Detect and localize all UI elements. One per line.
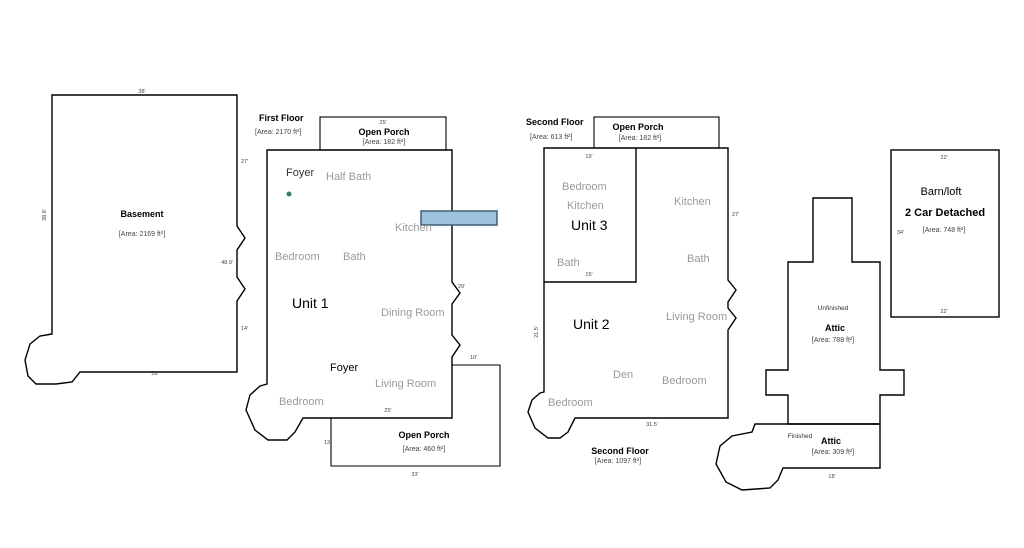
first-floor-dim-bottom: 25' (384, 408, 391, 414)
room-kitchen-u3: Kitchen (567, 200, 604, 212)
room-bedroom-1a: Bedroom (275, 251, 320, 263)
unit-3-label: Unit 3 (571, 217, 608, 233)
attic-lower-outline (715, 423, 881, 491)
open-porch-bottom-title: Open Porch (398, 430, 449, 440)
first-floor-area: [Area: 2170 ft²] (255, 129, 301, 136)
basement-area: [Area: 2169 ft²] (119, 231, 165, 238)
open-porch-bottom-outline (330, 364, 501, 467)
room-bedroom-u3: Bedroom (562, 181, 607, 193)
barn-dim-bottom: 22' (940, 309, 947, 315)
basement-dim-right-low: 14' (241, 326, 248, 332)
basement-dim-bottom: 33' (151, 371, 158, 377)
barn-dim-top: 22' (940, 155, 947, 161)
second-floor-dim-right: 27' (732, 212, 739, 218)
first-floor-outline (245, 149, 461, 441)
unit-3-partition (544, 148, 637, 283)
second-floor-bottom-title: Second Floor (591, 446, 649, 456)
room-living-1: Living Room (375, 378, 436, 390)
open-porch-bottom-area: [Area: 460 ft²] (403, 446, 445, 453)
basement-dim-left: 38.8' (42, 209, 48, 221)
first-floor-plan: First Floor [Area: 2170 ft²] 25' Open Po… (245, 113, 501, 478)
attic-lower-title: Attic (821, 436, 841, 446)
first-floor-title: First Floor (259, 113, 304, 123)
room-living-u2: Living Room (666, 311, 727, 323)
room-bedroom-u2a: Bedroom (662, 375, 707, 387)
room-bath-u3: Bath (557, 257, 580, 269)
barn-title: 2 Car Detached (905, 207, 985, 219)
basement-outline (24, 94, 246, 385)
basement-dim-right-mid: 48.9' (221, 260, 233, 266)
second-floor-bottom-area: [Area: 1097 ft²] (595, 458, 641, 465)
attic-lower-area: [Area: 309 ft²] (812, 449, 854, 456)
room-bedroom-u2b: Bedroom (548, 397, 593, 409)
attic-lower-dim: 18' (828, 474, 835, 480)
attic-upper-status: Unfinished (818, 305, 849, 312)
second-floor-title: Second Floor (526, 117, 584, 127)
open-porch-top-outline (319, 116, 447, 151)
room-bedroom-1b: Bedroom (279, 396, 324, 408)
attic-upper-area: [Area: 788 ft²] (812, 337, 854, 344)
first-floor-dim-left: 13' (324, 440, 331, 446)
second-floor-plan: Second Floor [Area: 613 ft²] Open Porch … (526, 116, 739, 465)
barn-plan: Barn/loft 2 Car Detached [Area: 748 ft²]… (890, 149, 1000, 318)
open-porch-second-area: [Area: 182 ft²] (619, 135, 661, 142)
room-bath-1: Bath (343, 251, 366, 263)
barn-outline (890, 149, 1000, 318)
highlight-marker (420, 210, 498, 226)
room-bath-u2: Bath (687, 253, 710, 265)
second-floor-dim-u3-bottom: 15' (585, 272, 592, 278)
basement-title: Basement (120, 209, 163, 219)
room-foyer-mid: Foyer (330, 362, 358, 374)
second-floor-dim-u3-top: 19' (585, 154, 592, 160)
first-floor-dim-right: 29' (458, 284, 465, 290)
open-porch-top-dim: 25' (379, 120, 386, 126)
attic-plan: Unfinished Attic [Area: 788 ft²] Finishe… (715, 197, 905, 491)
basement-dim-top: 38' (138, 89, 145, 95)
first-floor-dim-porch: 10' (470, 355, 477, 361)
open-porch-second-title: Open Porch (612, 122, 663, 132)
room-kitchen-u2: Kitchen (674, 196, 711, 208)
second-floor-outline (527, 147, 737, 439)
open-porch-top-title: Open Porch (358, 127, 409, 137)
attic-lower-status: Finished (788, 433, 813, 440)
room-den: Den (613, 369, 633, 381)
basement-plan: Basement [Area: 2169 ft²] 38' 27' 38.8' … (24, 89, 248, 385)
barn-area: [Area: 748 ft²] (923, 227, 965, 234)
room-kitchen-1: Kitchen (395, 222, 432, 234)
attic-upper-title: Attic (825, 323, 845, 333)
second-floor-dim-left: 21.5' (534, 326, 540, 338)
barn-dim-side: 34' (897, 230, 904, 236)
second-floor-dim-bottom: 31.5' (646, 422, 658, 428)
green-dot-marker (286, 191, 292, 197)
second-floor-area: [Area: 613 ft²] (530, 134, 572, 141)
room-dining: Dining Room (381, 307, 445, 319)
unit-2-label: Unit 2 (573, 316, 610, 332)
barn-name: Barn/loft (921, 186, 962, 198)
open-porch-bottom-dim: 33' (411, 472, 418, 478)
room-foyer-top: Foyer (286, 167, 314, 179)
unit-1-label: Unit 1 (292, 295, 329, 311)
open-porch-top-area: [Area: 182 ft²] (363, 139, 405, 146)
basement-dim-right: 27' (241, 159, 248, 165)
room-half-bath: Half Bath (326, 171, 371, 183)
